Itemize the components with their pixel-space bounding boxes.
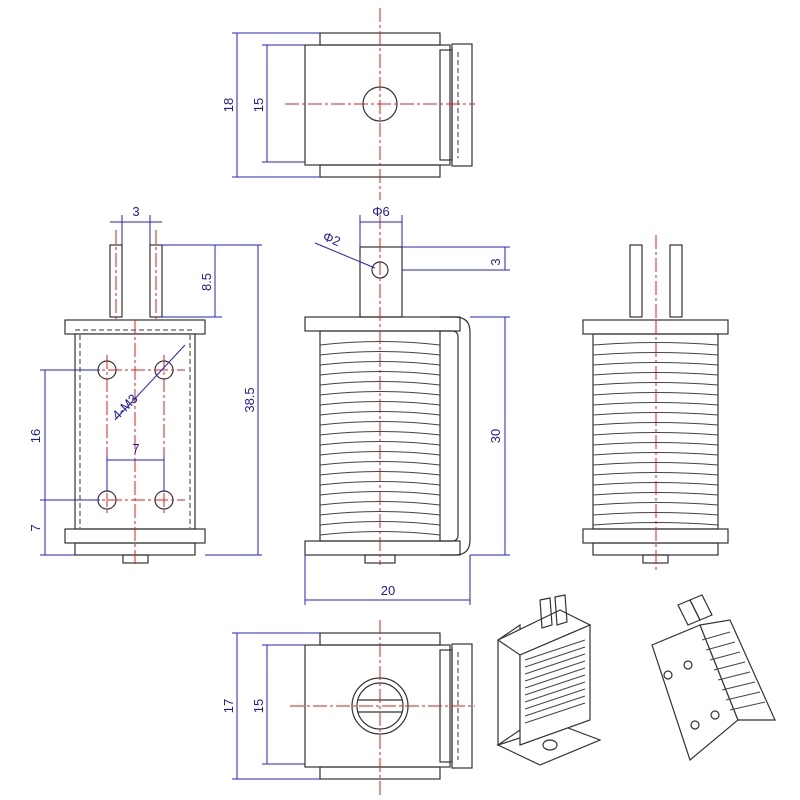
iso2-coil — [701, 631, 766, 711]
bottom-view: 17 15 — [221, 620, 475, 795]
dim-bottom-17: 17 — [221, 699, 236, 713]
isometric-view-front — [496, 594, 602, 766]
dim-front-phi6: Φ6 — [372, 204, 390, 219]
dim-left-7h: 7 — [132, 441, 139, 456]
dim-top-18: 18 — [221, 98, 236, 112]
dim-front-20: 20 — [381, 583, 395, 598]
right-view — [582, 235, 729, 570]
dim-left-8-5: 8.5 — [199, 273, 214, 291]
dim-left-38-5: 38.5 — [242, 387, 257, 412]
dim-left-16: 16 — [28, 429, 43, 443]
dim-front-phi2: Φ2 — [321, 229, 343, 250]
iso1-coil — [524, 639, 586, 724]
top-view: 18 15 — [221, 8, 475, 200]
dim-top-15: 15 — [251, 98, 266, 112]
right-coil-windings — [592, 342, 719, 526]
left-view: 3 8.5 38.5 16 7 7 4-M3 — [28, 204, 262, 565]
dim-front-3: 3 — [488, 258, 503, 265]
dim-front-30: 30 — [488, 429, 503, 443]
dim-left-7: 7 — [28, 524, 43, 531]
isometric-view-side — [651, 594, 776, 762]
dim-left-3: 3 — [132, 204, 139, 219]
front-view: Φ6 Φ2 3 30 20 — [304, 204, 510, 605]
dim-bottom-15: 15 — [251, 699, 266, 713]
